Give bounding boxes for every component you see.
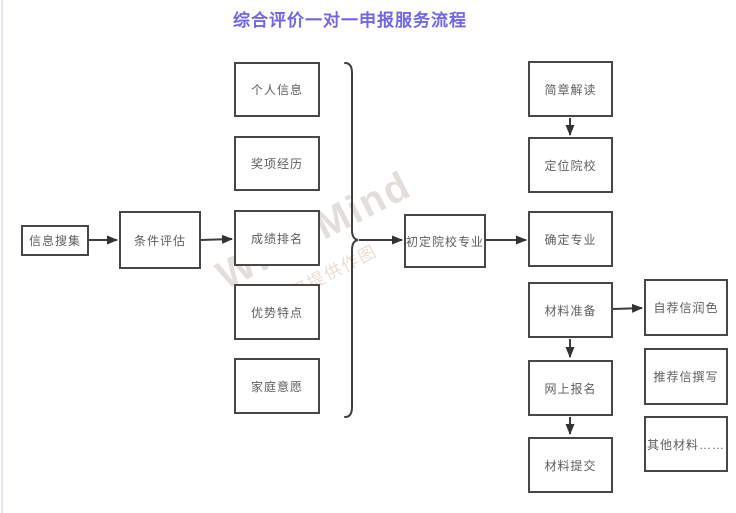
arrow-prep-to-polish	[612, 303, 643, 313]
group-brace	[344, 62, 359, 418]
node-grade-ranking[interactable]: 成绩排名	[234, 210, 320, 266]
node-confirm-major[interactable]: 确定专业	[528, 211, 613, 267]
node-award-experience[interactable]: 奖项经历	[234, 136, 320, 191]
node-material-prep[interactable]: 材料准备	[528, 282, 613, 338]
node-other-materials[interactable]: 其他材料……	[644, 416, 728, 472]
arrow-eval-to-grade	[200, 234, 233, 244]
node-family-wishes[interactable]: 家庭意愿	[234, 358, 320, 414]
node-online-registration[interactable]: 网上报名	[528, 360, 613, 416]
node-personal-info[interactable]: 个人信息	[234, 62, 320, 117]
node-material-submission[interactable]: 材料提交	[528, 437, 613, 493]
node-prospectus-reading[interactable]: 简章解读	[528, 61, 613, 117]
page-title: 综合评价一对一申报服务流程	[233, 11, 467, 30]
node-info-collect[interactable]: 信息搜集	[21, 225, 89, 256]
node-strengths[interactable]: 优势特点	[234, 284, 320, 340]
node-condition-eval[interactable]: 条件评估	[119, 211, 201, 269]
node-self-letter-polish[interactable]: 自荐信润色	[644, 279, 728, 336]
left-edge-line	[1, 0, 3, 513]
node-rec-letter-writing[interactable]: 推荐信撰写	[644, 348, 728, 405]
node-school-positioning[interactable]: 定位院校	[528, 137, 613, 193]
node-initial-school-major[interactable]: 初定院校专业	[404, 214, 486, 268]
